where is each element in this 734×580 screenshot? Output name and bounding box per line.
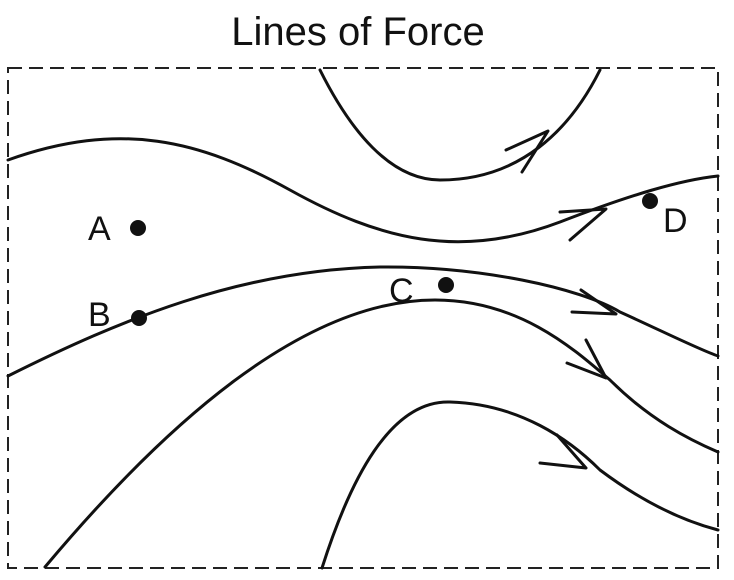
dashed-frame	[7, 67, 719, 569]
diagram-title: Lines of Force	[231, 10, 484, 54]
force-line-1	[318, 68, 602, 182]
force-line-2	[6, 137, 720, 244]
point-b-dot	[131, 310, 147, 326]
force-line-5-arrow	[538, 433, 588, 470]
point-c-label: C	[389, 272, 414, 310]
point-a-label: A	[88, 210, 111, 248]
force-line-4-arrow	[565, 338, 608, 380]
point-b-label: B	[88, 296, 111, 334]
point-d-dot	[642, 193, 658, 209]
force-line-3	[6, 265, 720, 378]
point-d-label: D	[663, 202, 688, 240]
force-line-2-arrow	[558, 207, 608, 242]
force-line-3-arrow	[570, 288, 618, 316]
force-line-4	[43, 298, 720, 569]
point-a-dot	[130, 220, 146, 236]
force-line-1-arrow	[504, 129, 550, 174]
point-c-dot	[438, 277, 454, 293]
force-line-5	[320, 400, 720, 570]
